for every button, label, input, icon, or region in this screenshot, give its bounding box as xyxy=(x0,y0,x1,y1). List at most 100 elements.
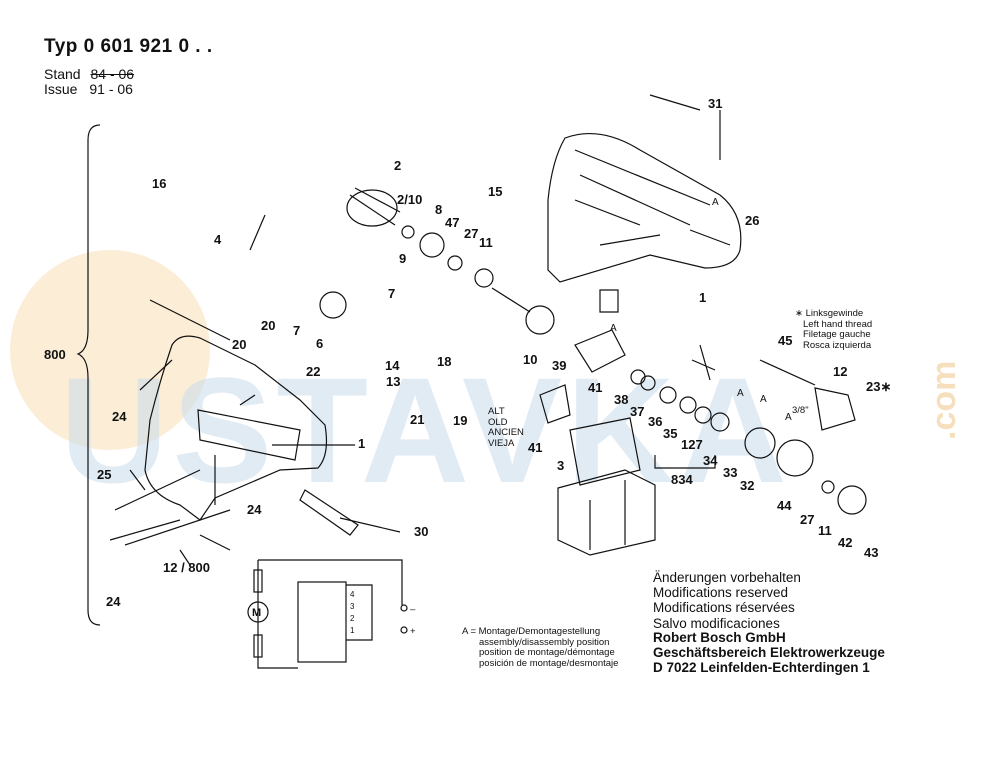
ring-37 xyxy=(640,375,656,391)
switch-slide-30 xyxy=(299,489,359,536)
clutch-42 xyxy=(837,485,867,515)
part-label-A4: A xyxy=(760,394,767,405)
gear-housing-41 xyxy=(574,329,626,373)
ring-27 xyxy=(821,480,835,494)
wiring-schematic xyxy=(247,559,408,669)
old-version-line: OLD xyxy=(488,416,508,428)
part-label-11a: 11 xyxy=(479,235,493,250)
type-number: Typ 0 601 921 0 . . xyxy=(44,36,213,57)
part-label-20a: 20 xyxy=(261,318,275,333)
assembly-position-legend: A = Montage/Demontagestellung assembly/d… xyxy=(462,626,618,669)
ring-38 xyxy=(630,369,646,385)
issue-line: Issue 91 - 06 xyxy=(44,81,133,97)
modifications-line: Modifications reserved xyxy=(653,585,789,601)
old-version-note: ALT OLD ANCIEN VIEJA xyxy=(488,406,524,449)
part-label-1b: 1 xyxy=(358,436,365,451)
modifications-note: Änderungen vorbehalten Modifications res… xyxy=(653,570,801,631)
part-label-24a: 24 xyxy=(112,409,127,424)
part-label-25: 25 xyxy=(97,467,111,482)
company-address: Robert Bosch GmbH Geschäftsbereich Elekt… xyxy=(653,630,885,676)
issue-label: Issue xyxy=(44,81,78,97)
left-hand-thread-note: ∗ Linksgewinde Left hand thread Filetage… xyxy=(795,308,873,351)
part-label-30: 30 xyxy=(414,524,428,539)
part-label-35: 35 xyxy=(663,426,677,441)
lh-thread-line: Left hand thread xyxy=(803,318,873,330)
motor xyxy=(346,187,415,239)
part-label-13: 13 xyxy=(386,374,400,389)
part-label-41b: 41 xyxy=(528,440,542,455)
old-version-line: ALT xyxy=(488,406,505,417)
part-label-45: 45 xyxy=(778,333,792,348)
part-label-27a: 27 xyxy=(464,226,478,241)
modifications-line: Modifications réservées xyxy=(653,600,795,616)
ring-32 xyxy=(744,427,776,459)
stand-line: Stand 84 - 06 xyxy=(44,66,134,82)
part-label-27b: 27 xyxy=(800,512,814,527)
switch-terminal-4: 4 xyxy=(350,590,355,599)
part-label-43: 43 xyxy=(864,545,878,560)
part-label-7b: 7 xyxy=(293,323,300,338)
part-label-10: 10 xyxy=(523,352,537,367)
part-label-33: 33 xyxy=(723,465,737,480)
lh-thread-line: Filetage gauche xyxy=(803,329,871,340)
part-label-12-800: 12 / 800 xyxy=(163,560,210,575)
switch-terminal-2: 2 xyxy=(350,614,355,623)
part-label-A1: A xyxy=(712,197,719,208)
part-label-4: 4 xyxy=(214,232,222,247)
part-label-1a: 1 xyxy=(699,290,706,305)
washer-47 xyxy=(447,255,463,271)
switch-terminal-1: 1 xyxy=(350,626,355,635)
part-label-9: 9 xyxy=(399,251,406,266)
part-label-16: 16 xyxy=(152,176,166,191)
part-label-41a: 41 xyxy=(588,380,602,395)
part-label-38: 38 xyxy=(614,392,628,407)
gear-housing-41-old xyxy=(539,384,571,424)
battery-pack xyxy=(557,417,656,556)
part-label-6: 6 xyxy=(316,336,323,351)
spindle-plate-10 xyxy=(525,305,555,335)
bearing-11 xyxy=(474,268,494,288)
part-label-36: 36 xyxy=(648,414,662,429)
legend-line: position de montage/démontage xyxy=(479,647,615,658)
part-label-23: 23∗ xyxy=(866,379,891,394)
stand-label: Stand xyxy=(44,66,81,82)
chuck-12 xyxy=(759,359,856,431)
part-label-37: 37 xyxy=(630,404,644,419)
part-label-20b: 20 xyxy=(232,337,246,352)
part-label-24c: 24 xyxy=(106,594,121,609)
housing-half-right xyxy=(547,133,742,313)
part-label-A3: A xyxy=(737,388,744,399)
part-label-44: 44 xyxy=(777,498,792,513)
legend-line: assembly/disassembly position xyxy=(479,636,610,648)
part-label-39: 39 xyxy=(552,358,566,373)
part-label-2-10: 2/10 xyxy=(397,192,422,207)
part-label-2: 2 xyxy=(394,158,401,173)
ring-127 xyxy=(694,406,712,424)
part-label-24b: 24 xyxy=(247,502,262,517)
legend-line: A = Montage/Demontagestellung xyxy=(462,626,601,637)
stand-value: 84 - 06 xyxy=(90,66,135,82)
part-label-A2: A xyxy=(610,323,617,334)
company-line: Geschäftsbereich Elektrowerkzeuge xyxy=(653,645,885,661)
ring-36 xyxy=(659,386,677,404)
part-label-22: 22 xyxy=(306,364,320,379)
group-label-800: 800 xyxy=(44,347,66,362)
part-label-A5: A xyxy=(785,412,792,423)
gear-6 xyxy=(319,291,347,319)
company-line: D 7022 Leinfelden-Echterdingen 1 xyxy=(653,660,870,676)
old-version-line: VIEJA xyxy=(488,437,515,449)
lh-thread-line: ∗ Linksgewinde xyxy=(795,308,864,319)
part-label-18: 18 xyxy=(437,354,451,369)
housing-half-left xyxy=(144,335,328,521)
ring-33 xyxy=(710,412,730,432)
part-label-32: 32 xyxy=(740,478,754,493)
spindle-10 xyxy=(491,287,531,313)
part-label-127: 127 xyxy=(681,437,703,452)
part-label-34: 34 xyxy=(703,453,718,468)
part-label-11b: 11 xyxy=(818,523,832,538)
part-label-8: 8 xyxy=(435,202,442,217)
ring-35 xyxy=(679,396,697,414)
polarity-plus: + xyxy=(410,626,416,637)
